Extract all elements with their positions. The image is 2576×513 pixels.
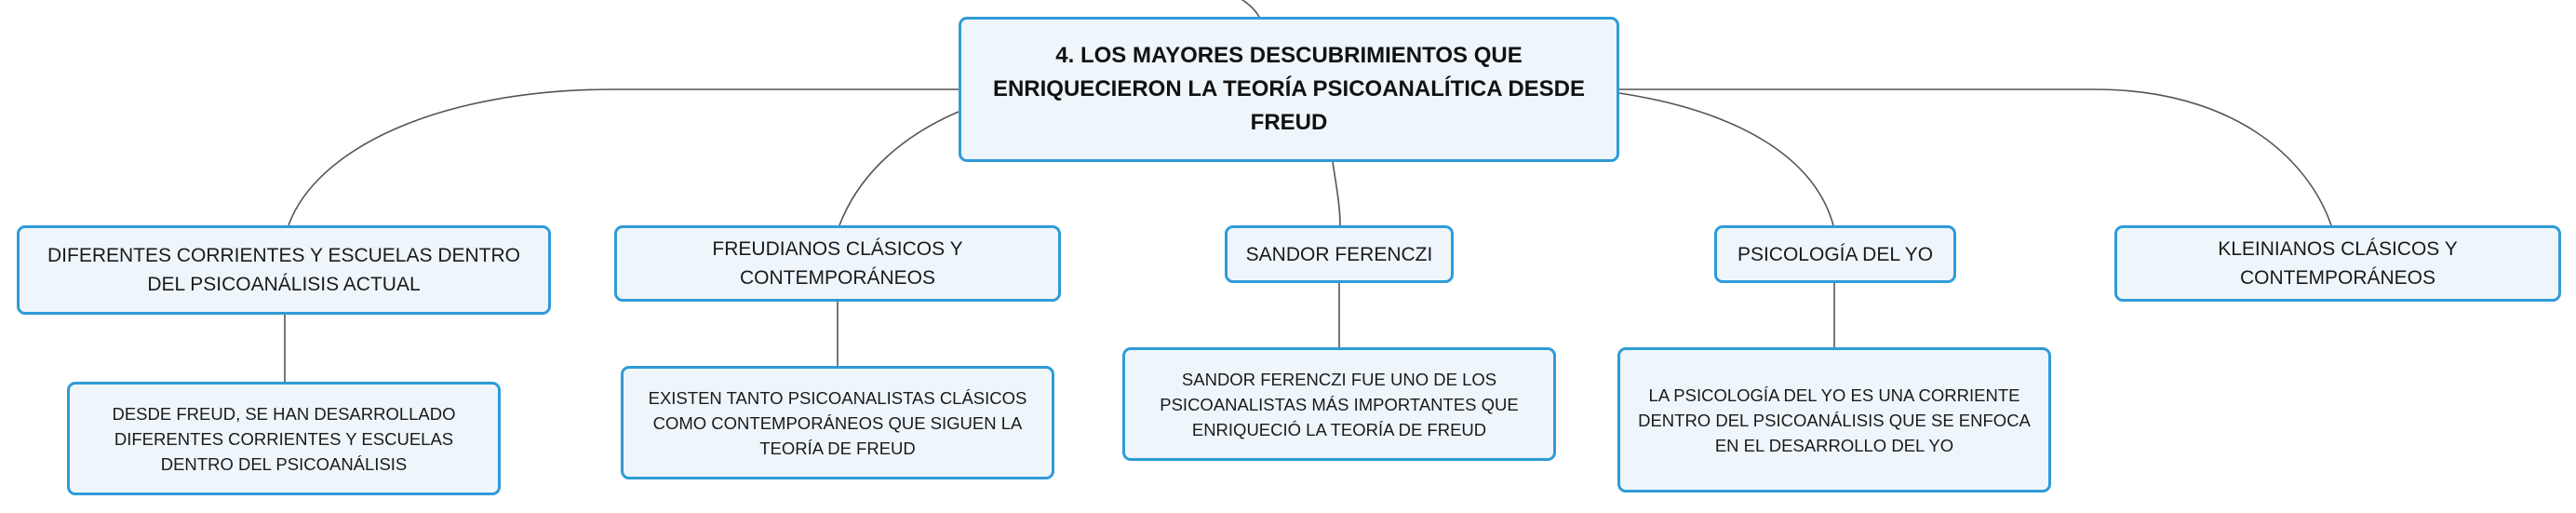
- leaf-label: LA PSICOLOGÍA DEL YO ES UNA CORRIENTE DE…: [1638, 385, 2031, 455]
- branch-label: SANDOR FERENCZI: [1245, 243, 1433, 265]
- link-root-branch-5: [1619, 88, 2332, 226]
- root-topic[interactable]: 4. LOS MAYORES DESCUBRIMIENTOS QUE ENRIQ…: [959, 17, 1619, 162]
- link-root-branch-2: [839, 111, 959, 226]
- branch-label: FREUDIANOS CLÁSICOS Y CONTEMPORÁNEOS: [712, 238, 963, 289]
- leaf-freudianos[interactable]: EXISTEN TANTO PSICOANALISTAS CLÁSICOS CO…: [621, 366, 1054, 479]
- branch-label: KLEINIANOS CLÁSICOS Y CONTEMPORÁNEOS: [2218, 238, 2458, 289]
- link-root-branch-3: [1332, 161, 1341, 226]
- leaf-corrientes-escuelas[interactable]: DESDE FREUD, SE HAN DESARROLLADO DIFEREN…: [67, 382, 501, 495]
- branch-psicologia-del-yo[interactable]: PSICOLOGÍA DEL YO: [1714, 225, 1956, 283]
- branch-freudianos[interactable]: FREUDIANOS CLÁSICOS Y CONTEMPORÁNEOS: [614, 225, 1061, 302]
- branch-label: DIFERENTES CORRIENTES Y ESCUELAS DENTRO …: [47, 245, 520, 295]
- branch-sandor-ferenczi[interactable]: SANDOR FERENCZI: [1225, 225, 1454, 283]
- branch-kleinianos[interactable]: KLEINIANOS CLÁSICOS Y CONTEMPORÁNEOS: [2114, 225, 2561, 302]
- leaf-label: EXISTEN TANTO PSICOANALISTAS CLÁSICOS CO…: [648, 387, 1027, 458]
- leaf-label: SANDOR FERENCZI FUE UNO DE LOS PSICOANAL…: [1160, 369, 1519, 439]
- branch-corrientes-escuelas[interactable]: DIFERENTES CORRIENTES Y ESCUELAS DENTRO …: [17, 225, 551, 315]
- leaf-sandor-ferenczi[interactable]: SANDOR FERENCZI FUE UNO DE LOS PSICOANAL…: [1122, 347, 1556, 461]
- leaf-label: DESDE FREUD, SE HAN DESARROLLADO DIFEREN…: [112, 403, 456, 474]
- leaf-psicologia-del-yo[interactable]: LA PSICOLOGÍA DEL YO ES UNA CORRIENTE DE…: [1617, 347, 2051, 493]
- link-root-branch-1: [288, 88, 959, 226]
- link-root-parent: [1241, 0, 1261, 20]
- link-root-branch-4: [1618, 92, 1834, 226]
- branch-label: PSICOLOGÍA DEL YO: [1737, 243, 1934, 265]
- root-topic-label: 4. LOS MAYORES DESCUBRIMIENTOS QUE ENRIQ…: [992, 43, 1586, 135]
